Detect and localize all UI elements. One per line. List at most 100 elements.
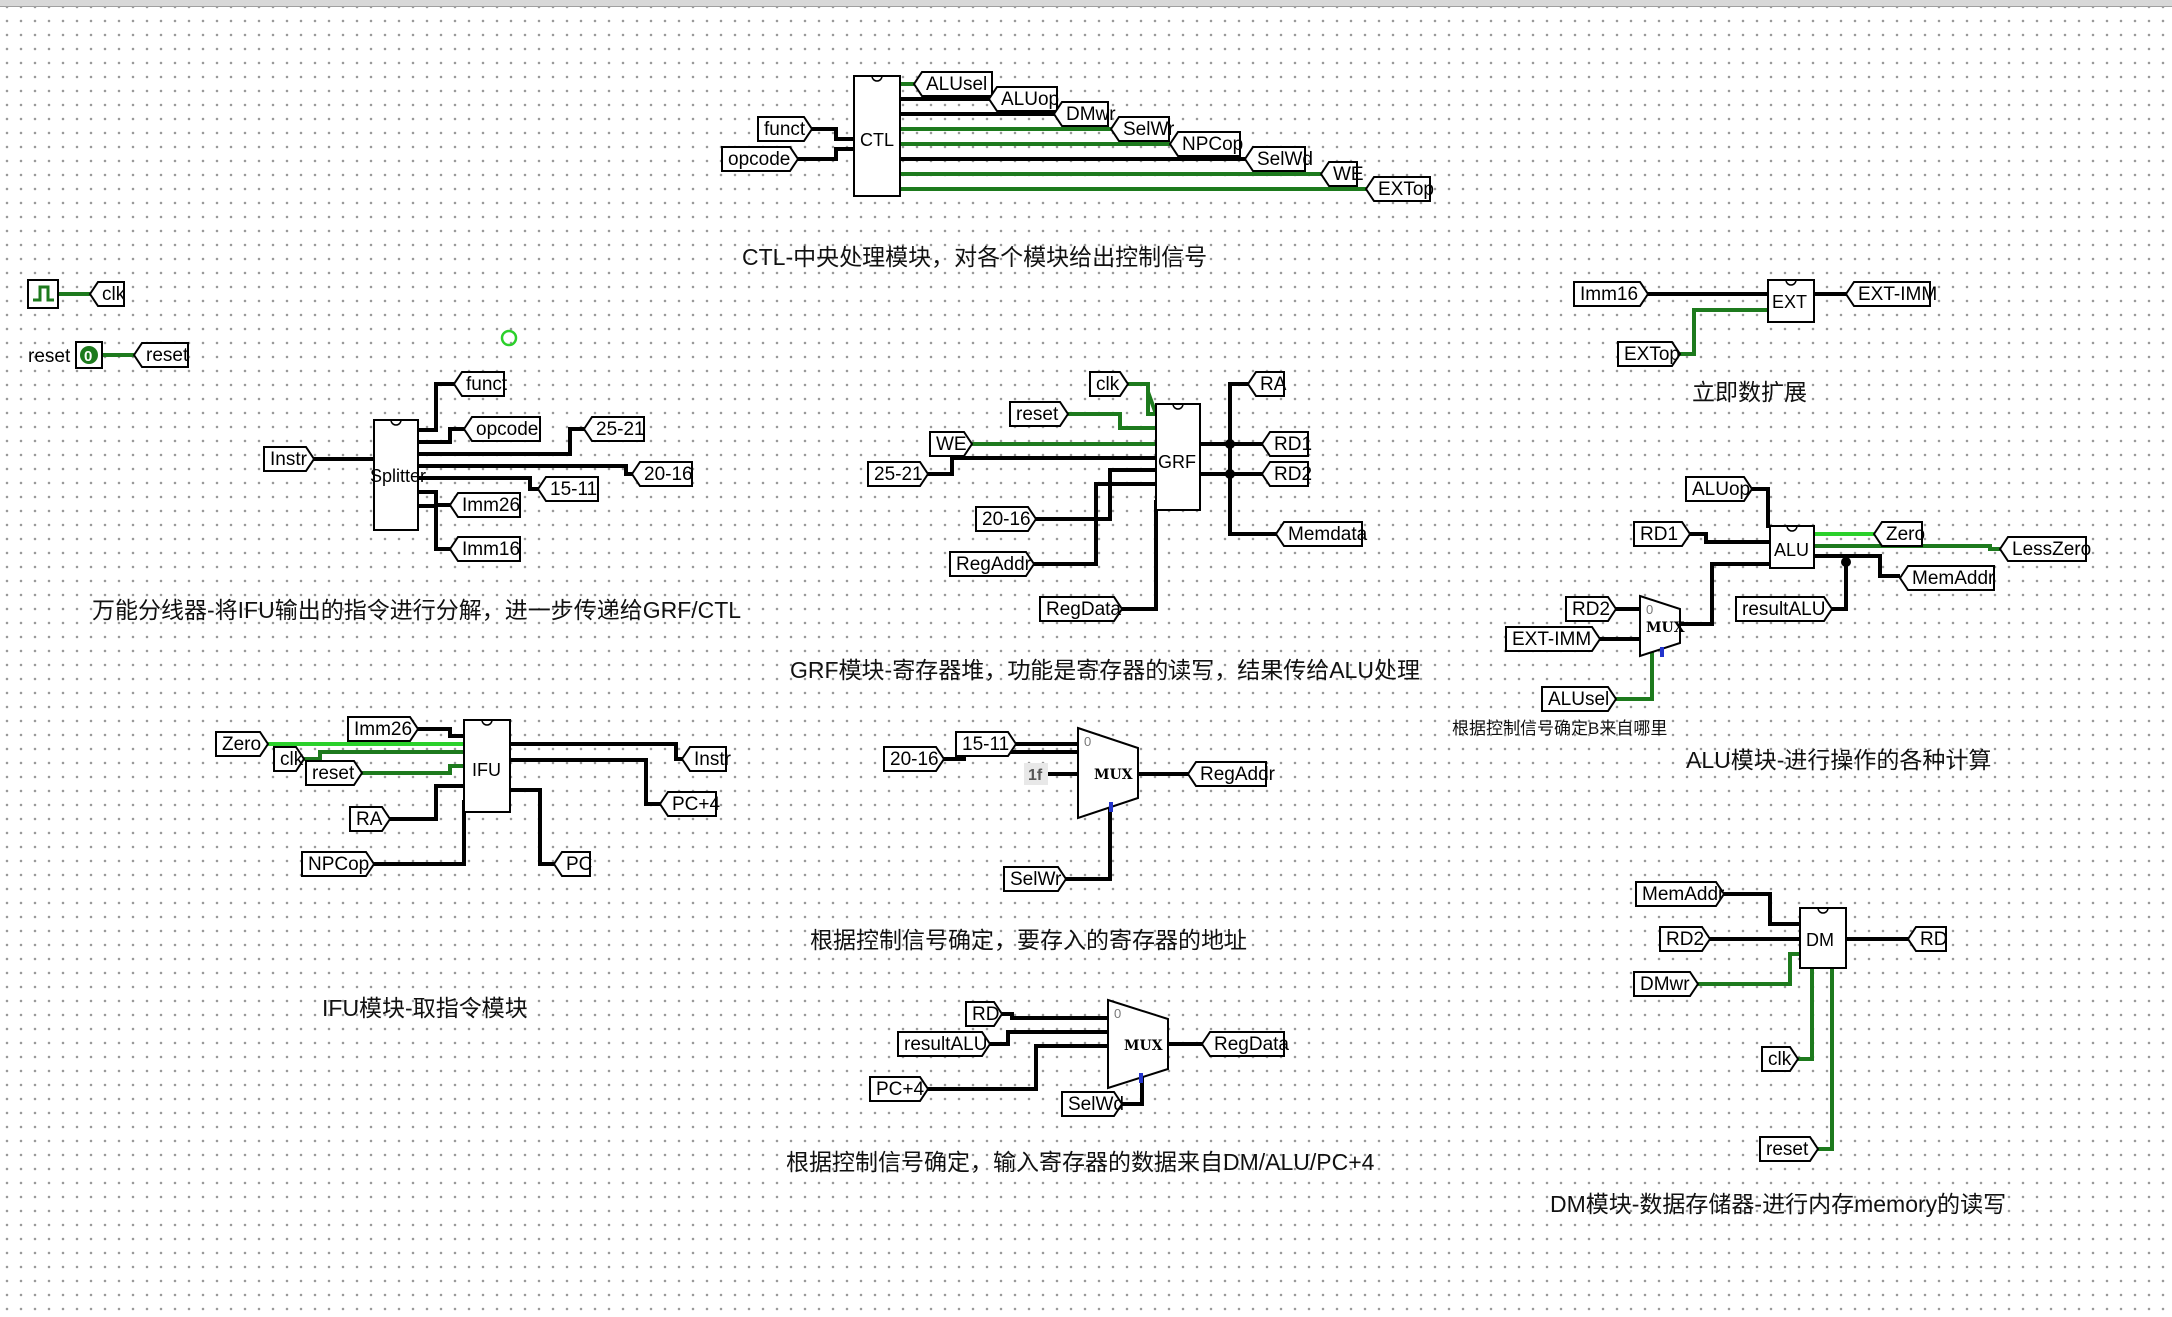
tunnel-resultalu[interactable]: resultALU bbox=[897, 1031, 992, 1057]
tunnel-regaddr[interactable]: RegAddr bbox=[949, 551, 1036, 577]
ctl-component[interactable]: CTL bbox=[853, 75, 901, 197]
tunnel-label: RegData bbox=[1046, 599, 1121, 620]
tunnel-imm26[interactable]: Imm26 bbox=[448, 492, 521, 518]
tunnel-dmwr[interactable]: DMwr bbox=[1633, 971, 1700, 997]
tunnel-pc[interactable]: PC bbox=[552, 851, 592, 877]
regaddr-mux-body bbox=[1077, 726, 1139, 820]
tunnel-rd[interactable]: RD bbox=[1906, 926, 1947, 952]
tunnel-dmwr[interactable]: DMwr bbox=[1052, 101, 1116, 127]
tunnel-reset[interactable]: reset bbox=[1759, 1136, 1820, 1162]
tunnel-reset[interactable]: reset bbox=[1009, 401, 1070, 427]
tunnel-20-16[interactable]: 20-16 bbox=[630, 461, 693, 487]
tunnel-clk[interactable]: clk bbox=[273, 746, 306, 772]
clock-component[interactable] bbox=[27, 279, 59, 309]
tunnel-reset[interactable]: reset bbox=[305, 760, 364, 786]
tunnel-pc-4[interactable]: PC+4 bbox=[658, 791, 720, 817]
tunnel-rd2[interactable]: RD2 bbox=[1260, 461, 1312, 487]
tunnel-rd1[interactable]: RD1 bbox=[1260, 431, 1312, 457]
tunnel-lesszero[interactable]: LessZero bbox=[1998, 536, 2091, 562]
tunnel-rd2[interactable]: RD2 bbox=[1659, 926, 1712, 952]
tunnel-shape bbox=[1633, 971, 1700, 997]
tunnel-shape bbox=[1061, 1091, 1124, 1117]
tunnel-rd[interactable]: RD bbox=[965, 1001, 1004, 1027]
tunnel-clk[interactable]: clk bbox=[88, 281, 126, 307]
tunnel-aluop[interactable]: ALUop bbox=[1685, 476, 1754, 502]
tunnel-selwd[interactable]: SelWd bbox=[1061, 1091, 1124, 1117]
tunnel-imm26[interactable]: Imm26 bbox=[347, 716, 420, 742]
tunnel-label: RD1 bbox=[1274, 434, 1312, 455]
tunnel-alusel[interactable]: ALUsel bbox=[912, 71, 993, 97]
tunnel-extop[interactable]: EXTop bbox=[1617, 341, 1682, 367]
tunnel-ra[interactable]: RA bbox=[1246, 371, 1287, 397]
tunnel-opcode[interactable]: opcode bbox=[721, 146, 800, 172]
tunnel-memaddr[interactable]: MemAddr bbox=[1635, 881, 1726, 907]
tunnel-regdata[interactable]: RegData bbox=[1200, 1031, 1289, 1057]
tunnel-label: WE bbox=[936, 434, 967, 455]
tunnel-rd2[interactable]: RD2 bbox=[1565, 596, 1618, 622]
tunnel-resultalu[interactable]: resultALU bbox=[1735, 596, 1834, 622]
wire bbox=[1798, 968, 1814, 1061]
tunnel-imm16[interactable]: Imm16 bbox=[448, 536, 521, 562]
tunnel-selwr[interactable]: SelWr bbox=[1003, 866, 1068, 892]
tunnel-20-16[interactable]: 20-16 bbox=[975, 506, 1038, 532]
alu-component[interactable]: ALU bbox=[1769, 525, 1815, 569]
tunnel-memdata[interactable]: Memdata bbox=[1274, 521, 1368, 547]
tunnel-alusel[interactable]: ALUsel bbox=[1541, 686, 1618, 712]
tunnel-imm16[interactable]: Imm16 bbox=[1573, 281, 1650, 307]
tunnel-25-21[interactable]: 25-21 bbox=[867, 461, 930, 487]
tunnel-shape bbox=[132, 342, 189, 368]
tunnel-memaddr[interactable]: MemAddr bbox=[1898, 565, 1995, 591]
tunnel-15-11[interactable]: 15-11 bbox=[536, 476, 599, 502]
tunnel-regdata[interactable]: RegData bbox=[1039, 596, 1124, 622]
tunnel-shape bbox=[448, 492, 521, 518]
wire-junction bbox=[1225, 439, 1235, 449]
tunnel-aluop[interactable]: ALUop bbox=[987, 86, 1059, 112]
tunnel-selwd[interactable]: SelWd bbox=[1243, 146, 1313, 172]
tunnel-label: EXTop bbox=[1624, 344, 1680, 365]
tunnel-shape bbox=[1039, 596, 1124, 622]
tunnel-selwr[interactable]: SelWr bbox=[1109, 116, 1175, 142]
tunnel-funct[interactable]: funct bbox=[757, 116, 814, 142]
tunnel-instr[interactable]: Instr bbox=[680, 746, 732, 772]
tunnel-25-21[interactable]: 25-21 bbox=[582, 416, 645, 442]
tunnel-rd1[interactable]: RD1 bbox=[1633, 521, 1692, 547]
ext-component[interactable]: EXT bbox=[1767, 279, 1815, 323]
tunnel-funct[interactable]: funct bbox=[452, 371, 508, 397]
splitter-component[interactable]: Splitter bbox=[370, 419, 426, 531]
tunnel-ra[interactable]: RA bbox=[349, 806, 392, 832]
tunnel-we[interactable]: WE bbox=[929, 431, 974, 457]
grf-component[interactable]: GRF bbox=[1155, 403, 1201, 511]
tunnel-shape bbox=[1635, 881, 1726, 907]
tunnel-regaddr[interactable]: RegAddr bbox=[1186, 761, 1276, 787]
tunnel-zero[interactable]: Zero bbox=[215, 731, 270, 757]
tunnel-shape bbox=[1243, 146, 1306, 172]
tunnel-npcop[interactable]: NPCop bbox=[1168, 131, 1243, 157]
tunnel-ext-imm[interactable]: EXT-IMM bbox=[1844, 281, 1937, 307]
tunnel-we[interactable]: WE bbox=[1319, 161, 1364, 187]
tunnel-zero[interactable]: Zero bbox=[1872, 521, 1925, 547]
tunnel-shape bbox=[680, 746, 727, 772]
tunnel-ext-imm[interactable]: EXT-IMM bbox=[1505, 626, 1602, 652]
tunnel-npcop[interactable]: NPCop bbox=[301, 851, 376, 877]
reset-input-pin[interactable]: 0 bbox=[75, 341, 103, 369]
tunnel-shape bbox=[582, 416, 645, 442]
tunnel-clk[interactable]: clk bbox=[1761, 1046, 1800, 1072]
regaddr-caption: 根据控制信号确定，要存入的寄存器的地址 bbox=[810, 927, 1247, 953]
tunnel-20-16[interactable]: 20-16 bbox=[883, 746, 946, 772]
tunnel-15-11[interactable]: 15-11 bbox=[955, 731, 1018, 757]
tunnel-pc-4[interactable]: PC+4 bbox=[869, 1076, 930, 1102]
tunnel-clk[interactable]: clk bbox=[1089, 371, 1130, 397]
tunnel-extop[interactable]: EXTop bbox=[1364, 176, 1434, 202]
tunnel-instr[interactable]: Instr bbox=[263, 446, 316, 472]
tunnel-opcode[interactable]: opcode bbox=[462, 416, 541, 442]
ifu-component[interactable]: IFU bbox=[463, 719, 511, 813]
tunnel-shape bbox=[1735, 596, 1834, 622]
tunnel-reset[interactable]: reset bbox=[132, 342, 189, 368]
ext-component-notch bbox=[1785, 279, 1797, 286]
dm-component[interactable]: DM bbox=[1799, 907, 1847, 969]
